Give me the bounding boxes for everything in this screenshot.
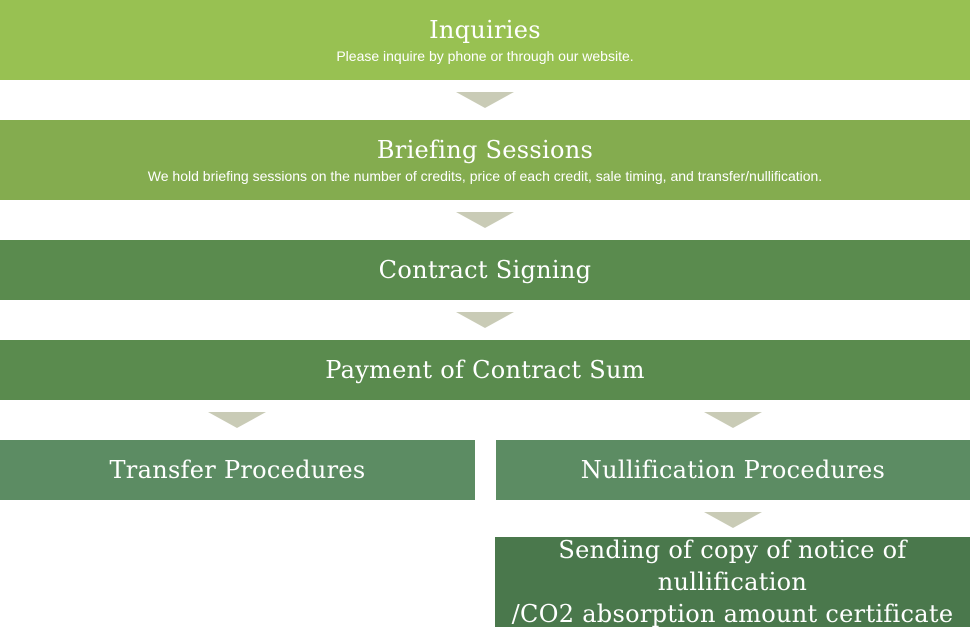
down-arrow-icon [456, 312, 514, 328]
step-briefing-sessions: Briefing Sessions We hold briefing sessi… [0, 120, 970, 200]
down-arrow-icon [456, 92, 514, 108]
down-arrow-icon [704, 512, 762, 528]
step-inquiries-subtitle: Please inquire by phone or through our w… [336, 47, 634, 64]
step-contract-title: Contract Signing [378, 256, 592, 284]
step-contract-signing: Contract Signing [0, 240, 970, 300]
step-inquiries: Inquiries Please inquire by phone or thr… [0, 0, 970, 80]
step-nullification-procedures: Nullification Procedures [496, 440, 970, 500]
step-briefing-subtitle: We hold briefing sessions on the number … [147, 167, 823, 184]
step-briefing-title: Briefing Sessions [376, 135, 594, 164]
step-sending-certificate: Sending of copy of notice of nullificati… [495, 536, 970, 628]
step-nullification-title: Nullification Procedures [580, 456, 886, 484]
step-sending-line1: Sending of copy of notice of nullificati… [558, 536, 907, 596]
step-payment-title: Payment of Contract Sum [325, 356, 645, 384]
down-arrow-icon [208, 412, 266, 428]
step-transfer-procedures: Transfer Procedures [0, 440, 475, 500]
step-transfer-title: Transfer Procedures [109, 456, 366, 484]
step-payment: Payment of Contract Sum [0, 340, 970, 400]
down-arrow-icon [456, 212, 514, 228]
step-inquiries-title: Inquiries [429, 15, 541, 44]
down-arrow-icon [704, 412, 762, 428]
step-sending-line2: /CO2 absorption amount certificate [511, 600, 954, 628]
